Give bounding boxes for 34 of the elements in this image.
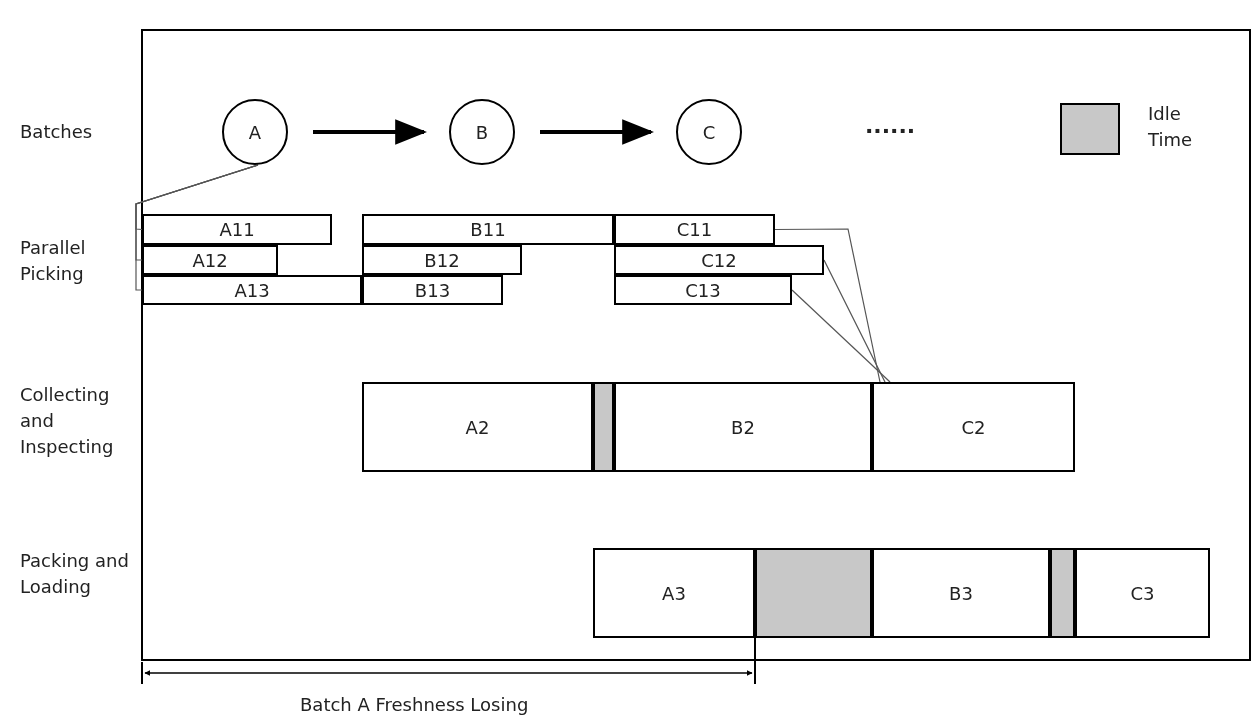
idle-time-block (755, 548, 872, 638)
legend-label: Idle Time (1148, 102, 1194, 152)
picking-task-bar: A11 (142, 214, 332, 245)
ellipsis: ...... (865, 113, 916, 139)
process-block: B2 (614, 382, 872, 472)
process-block: C2 (872, 382, 1075, 472)
connector-line (791, 289, 891, 383)
connector-line (135, 164, 259, 291)
picking-task-bar: B12 (362, 245, 522, 275)
row-label: Packing and Loading (20, 549, 130, 599)
picking-task-bar: C11 (614, 214, 775, 245)
batch-circle: A (222, 99, 288, 165)
batch-circle: C (676, 99, 742, 165)
row-label: Parallel Picking (20, 236, 87, 286)
picking-task-bar: C13 (614, 275, 792, 305)
picking-task-bar: A12 (142, 245, 278, 275)
dimension-label: Batch A Freshness Losing (300, 693, 529, 717)
picking-task-bar: B13 (362, 275, 503, 305)
connector-line (774, 228, 881, 383)
row-label: Batches (20, 120, 93, 144)
arrow (313, 119, 428, 145)
process-block: A3 (593, 548, 755, 638)
picking-task-bar: C12 (614, 245, 824, 275)
batch-circle: B (449, 99, 515, 165)
process-block: A2 (362, 382, 593, 472)
process-block: C3 (1075, 548, 1210, 638)
arrow (540, 119, 655, 145)
picking-task-bar: B11 (362, 214, 614, 245)
picking-task-bar: A13 (142, 275, 362, 305)
connector-line (823, 259, 886, 383)
idle-time-block (1050, 548, 1075, 638)
row-label: Collecting and Inspecting (20, 383, 115, 459)
process-block: B3 (872, 548, 1050, 638)
idle-time-block (593, 382, 614, 472)
